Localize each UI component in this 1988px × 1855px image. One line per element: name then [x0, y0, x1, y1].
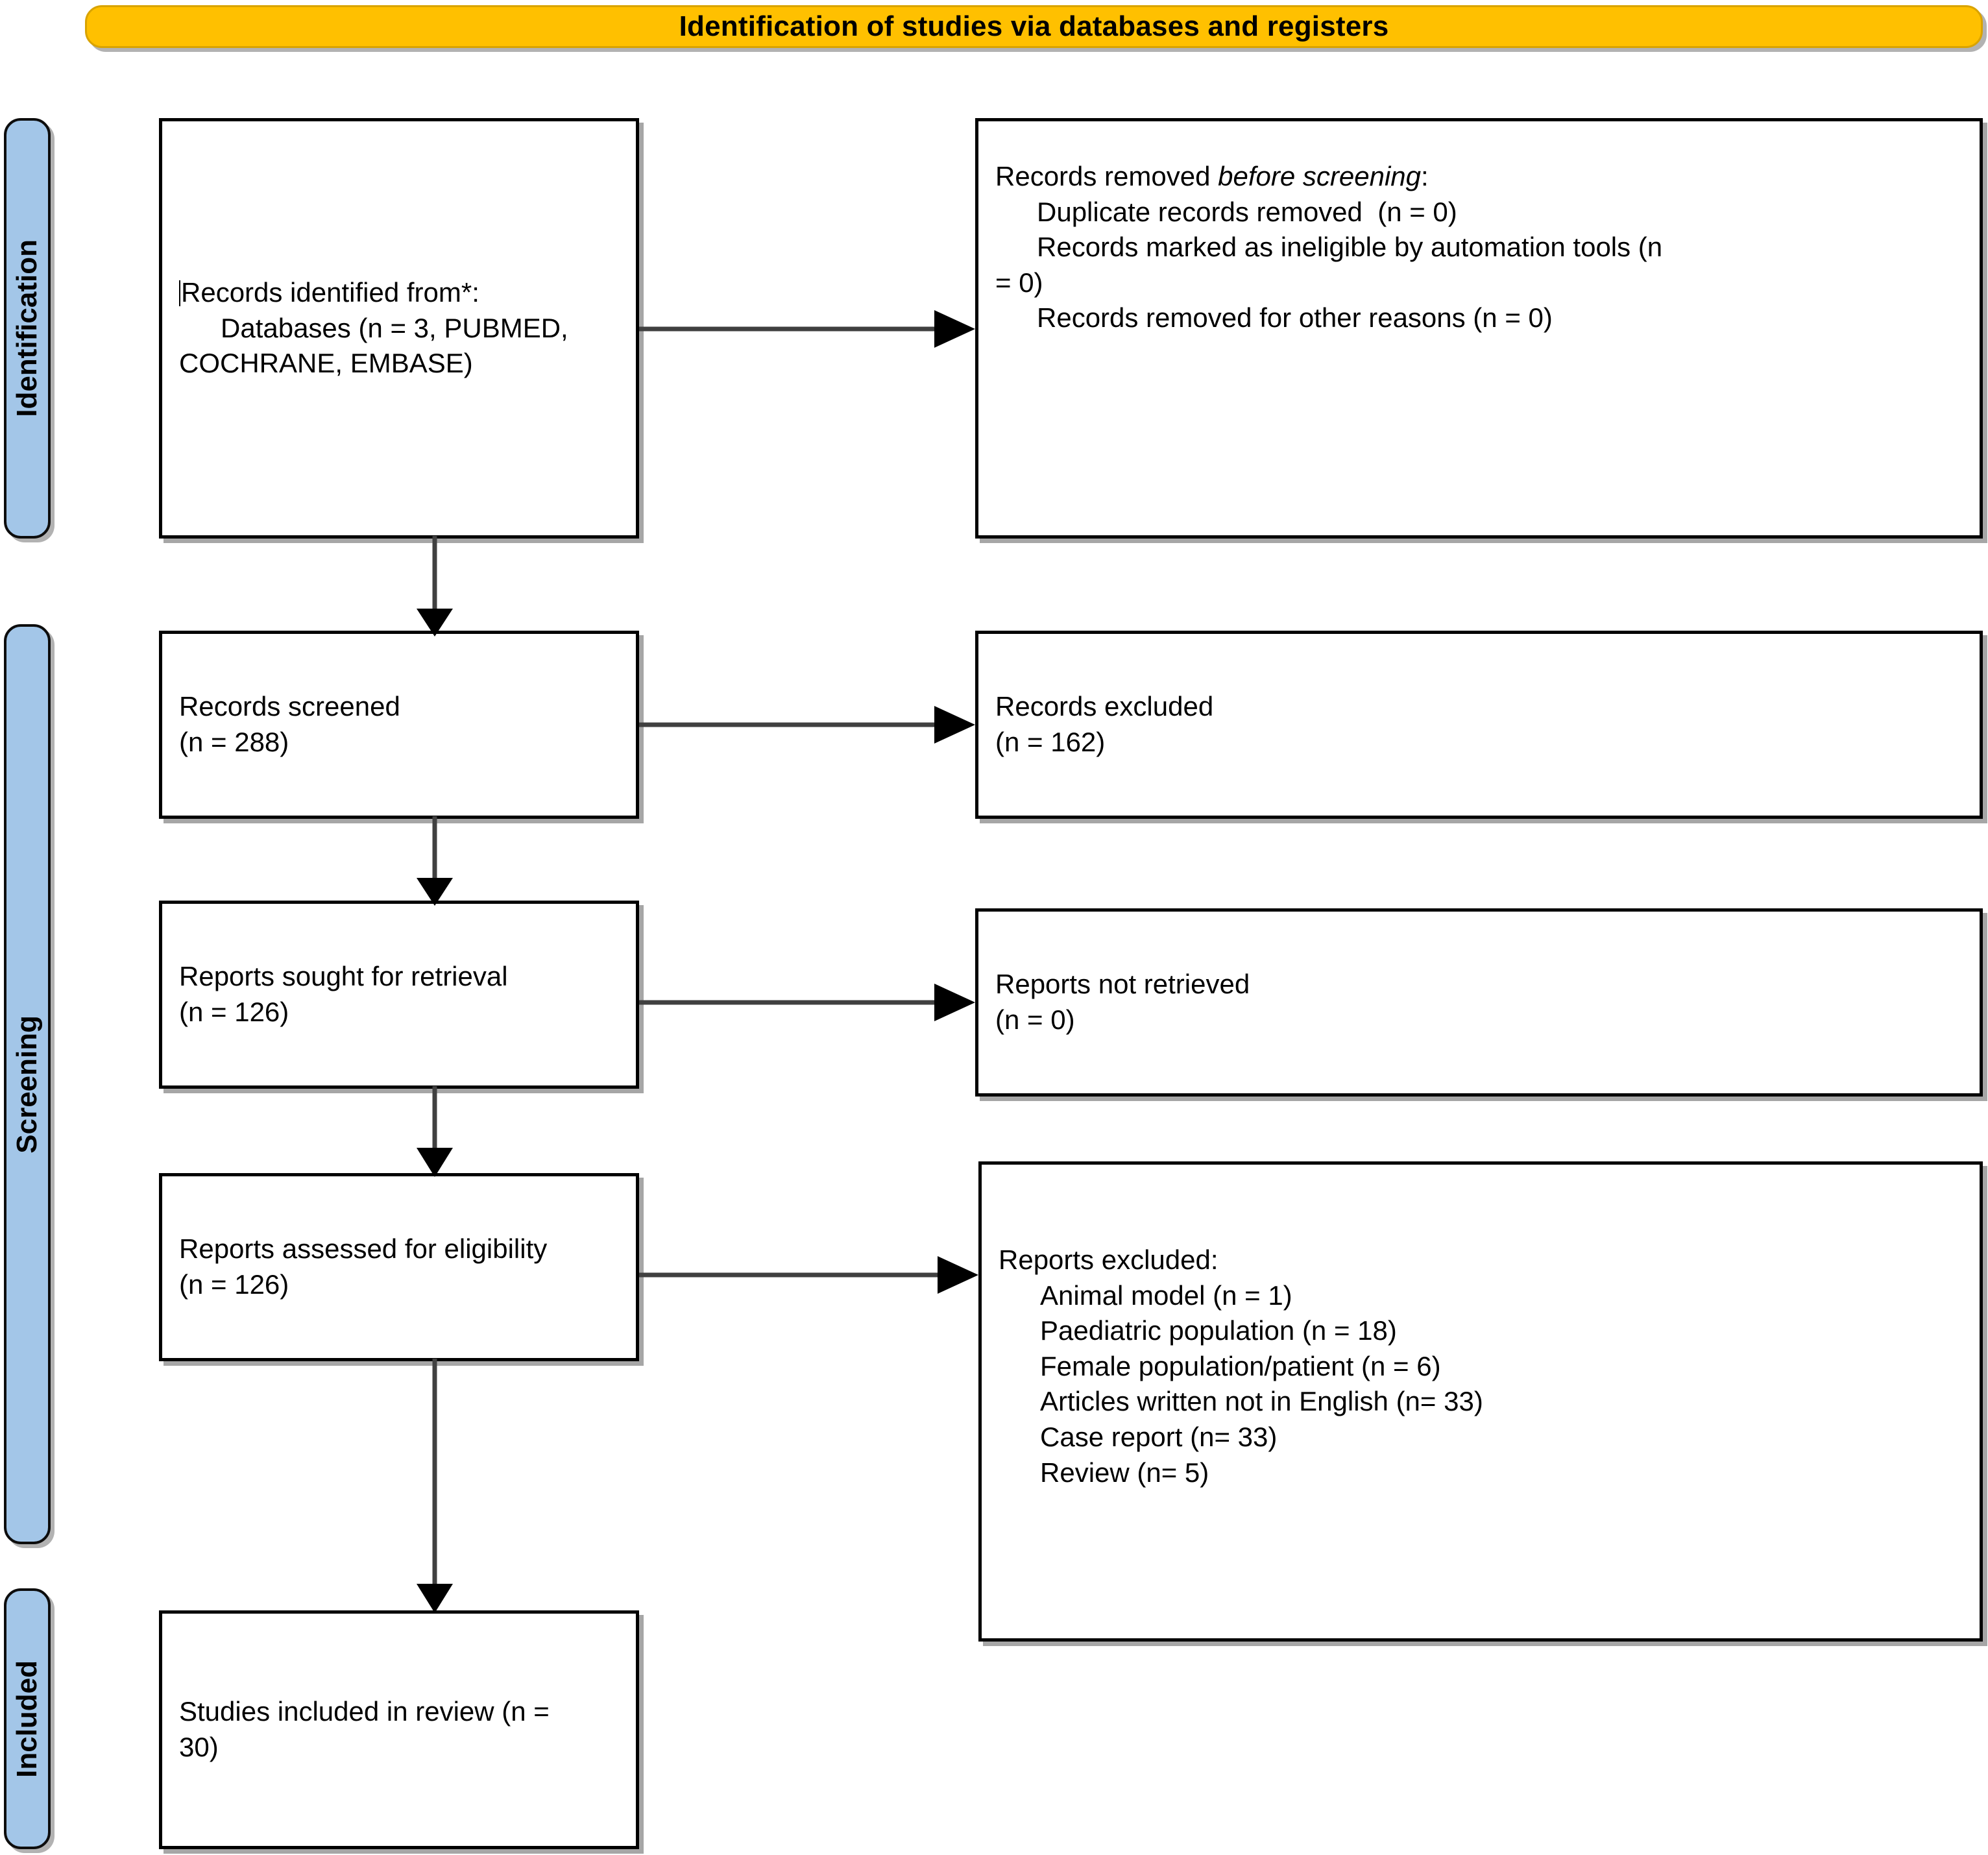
box-reports-sought-text: Reports sought for retrieval (n = 126) [179, 959, 619, 1030]
connector-assessed-to-included-arrow [417, 1359, 453, 1613]
records-removed-heading-post: : [1421, 161, 1429, 191]
stage-rail-included: Included [4, 1588, 51, 1849]
connector-screened-to-sought-arrow [417, 816, 453, 906]
connector-screened-to-excluded-arrow [639, 706, 975, 744]
reports-excluded-item-2: Female population/patient (n = 6) [1040, 1350, 1441, 1381]
reports-excluded-item-3: Articles written not in English (n= 33) [1040, 1386, 1483, 1417]
reports-sought-line2: (n = 126) [179, 997, 289, 1027]
box-reports-sought-for-retrieval: Reports sought for retrieval (n = 126) [159, 901, 639, 1089]
box-records-identified-text: Records identified from*: Databases (n = … [179, 275, 619, 382]
reports-sought-line1: Reports sought for retrieval [179, 961, 508, 992]
reports-excluded-item-4: Case report (n= 33) [1040, 1421, 1278, 1452]
records-removed-item-3: Records removed for other reasons (n = 0… [1037, 302, 1553, 333]
studies-included-line2: 30) [179, 1732, 219, 1762]
records-removed-heading: Records removed before screening: [995, 161, 1429, 191]
box-reports-not-retrieved-text: Reports not retrieved (n = 0) [995, 967, 1963, 1037]
stage-banner-title: Identification of studies via databases … [679, 10, 1389, 42]
records-removed-item-0: Duplicate records removed (n = 0) [1037, 196, 1457, 227]
box-studies-included-in-review: Studies included in review (n = 30) [159, 1610, 639, 1849]
stage-rail-included-label: Included [11, 1660, 43, 1778]
box-reports-excluded: Reports excluded: Animal model (n = 1) Pae… [978, 1161, 1983, 1642]
records-identified-line2: Databases (n = 3, PUBMED, [221, 312, 568, 343]
records-removed-item-2: = 0) [995, 267, 1043, 298]
stage-banner-identification: Identification of studies via databases … [85, 5, 1983, 48]
box-records-screened: Records screened (n = 288) [159, 631, 639, 819]
box-reports-assessed-text: Reports assessed for eligibility (n = 126… [179, 1231, 619, 1302]
records-removed-item-1: Records marked as ineligible by automati… [1037, 232, 1663, 263]
stage-rail-identification-label: Identification [11, 239, 43, 417]
reports-excluded-item-0: Animal model (n = 1) [1040, 1279, 1292, 1311]
reports-excluded-item-5: Review (n= 5) [1040, 1457, 1209, 1488]
records-screened-line1: Records screened [179, 691, 400, 722]
box-reports-not-retrieved: Reports not retrieved (n = 0) [975, 908, 1983, 1097]
connector-assessed-to-reports-excluded-arrow [639, 1256, 978, 1294]
connector-sought-to-not-retrieved-arrow [639, 984, 975, 1021]
records-identified-line3: COCHRANE, EMBASE) [179, 348, 473, 379]
records-screened-line2: (n = 288) [179, 727, 289, 757]
box-reports-assessed-for-eligibility: Reports assessed for eligibility (n = 126… [159, 1173, 639, 1361]
text-caret [179, 280, 180, 307]
box-records-screened-text: Records screened (n = 288) [179, 689, 619, 760]
records-excluded-line1: Records excluded [995, 691, 1214, 722]
stage-rail-identification: Identification [4, 118, 51, 539]
box-records-identified: Records identified from*: Databases (n = … [159, 118, 639, 539]
box-records-removed-before-screening: Records removed before screening: Duplica… [975, 118, 1983, 539]
studies-included-line1: Studies included in review (n = [179, 1696, 550, 1727]
reports-assessed-line2: (n = 126) [179, 1269, 289, 1300]
box-studies-included-text: Studies included in review (n = 30) [179, 1694, 619, 1765]
stage-rail-screening: Screening [4, 624, 51, 1544]
box-reports-excluded-text: Reports excluded: Animal model (n = 1) Pae… [999, 1165, 1963, 1490]
records-excluded-line2: (n = 162) [995, 727, 1106, 757]
box-records-excluded: Records excluded (n = 162) [975, 631, 1983, 819]
box-records-excluded-text: Records excluded (n = 162) [995, 689, 1963, 760]
reports-not-retrieved-line2: (n = 0) [995, 1004, 1075, 1035]
connector-identified-to-screened-arrow [417, 536, 453, 637]
reports-assessed-line1: Reports assessed for eligibility [179, 1233, 548, 1265]
connector-identified-to-removed-arrow [639, 310, 975, 348]
records-identified-line1: Records identified from*: [181, 277, 479, 308]
box-records-removed-text: Records removed before screening: Duplica… [995, 121, 1963, 336]
reports-excluded-heading: Reports excluded: [999, 1244, 1218, 1275]
reports-not-retrieved-line1: Reports not retrieved [995, 969, 1250, 1000]
reports-excluded-item-1: Paediatric population (n = 18) [1040, 1315, 1397, 1346]
records-removed-heading-emphasis: before screening [1218, 161, 1422, 191]
stage-rail-screening-label: Screening [11, 1015, 43, 1154]
records-removed-heading-pre: Records removed [995, 161, 1218, 191]
connector-sought-to-assessed-arrow [417, 1086, 453, 1177]
